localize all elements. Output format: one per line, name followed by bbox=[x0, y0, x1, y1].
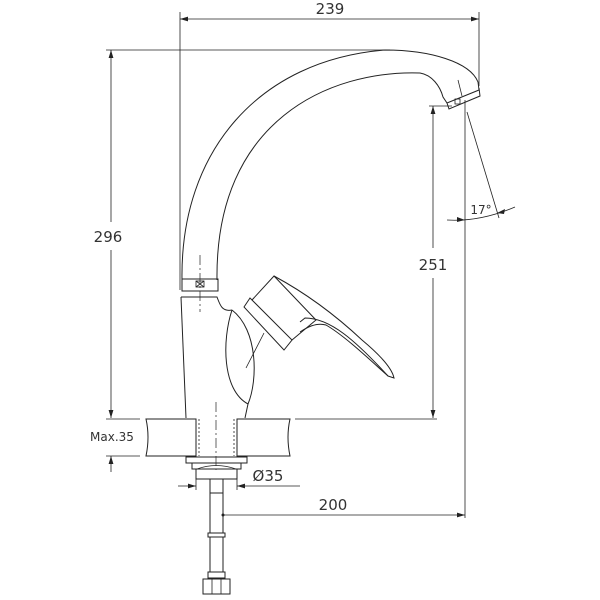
supply-hose bbox=[202, 478, 231, 595]
counter-thickness-label: Max.35 bbox=[90, 430, 134, 444]
reach-label: 239 bbox=[316, 0, 345, 18]
spout bbox=[181, 49, 481, 312]
dimension-hose-offset: 200 bbox=[221, 100, 466, 518]
height-label: 296 bbox=[94, 228, 123, 246]
faucet-body bbox=[180, 296, 255, 419]
dimension-outlet-height: 251 bbox=[295, 105, 452, 420]
dimension-hole-diameter: Ø35 bbox=[178, 467, 300, 490]
dimension-reach: 239 bbox=[179, 0, 480, 290]
hose-offset-label: 200 bbox=[319, 496, 348, 514]
dimension-counter-thickness: Max.35 bbox=[90, 418, 140, 472]
dimension-height: 296 bbox=[94, 49, 390, 418]
mounting-nut bbox=[185, 456, 248, 480]
spout-ring bbox=[181, 278, 219, 292]
lever-handle bbox=[243, 275, 395, 379]
outlet-height-label: 251 bbox=[419, 256, 448, 274]
counter-section bbox=[145, 402, 291, 470]
angle-label: 17° bbox=[470, 203, 491, 217]
hole-diameter-label: Ø35 bbox=[253, 467, 284, 485]
dimension-spout-angle: 17° bbox=[446, 79, 516, 222]
